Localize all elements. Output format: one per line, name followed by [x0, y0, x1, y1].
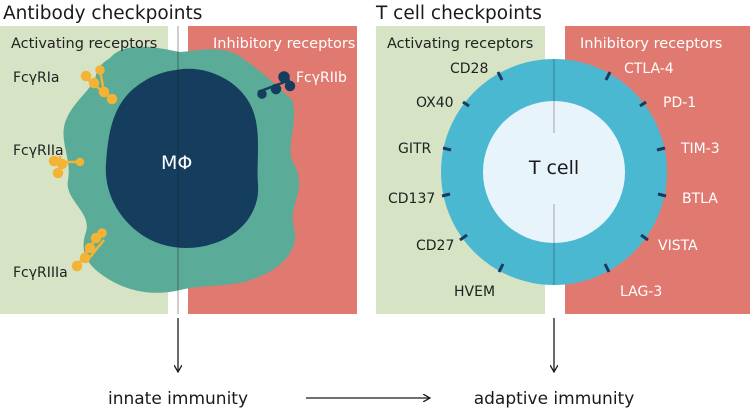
cd137-stub [441, 192, 451, 198]
ctla4-label: CTLA-4 [624, 61, 674, 77]
left-panel-title: Antibody checkpoints [3, 3, 202, 24]
hvem-stub [497, 263, 505, 273]
innate-immunity-label: innate immunity [108, 389, 248, 409]
left-inhibitory-label: Inhibitory receptors [213, 36, 355, 52]
tim3-label: TIM-3 [680, 141, 720, 157]
pd1-label: PD-1 [663, 95, 696, 111]
ctla4-stub [604, 71, 612, 81]
btla-stub [657, 192, 667, 198]
fcgr3a-receptor-icon [71, 228, 107, 272]
lag3-label: LAG-3 [620, 284, 662, 300]
hvem-label: HVEM [454, 284, 495, 300]
ox40-label: OX40 [416, 95, 454, 111]
right-activating-label: Activating receptors [387, 36, 533, 52]
lag3-stub [603, 263, 611, 273]
fcgr3a-label: FcγRIIIa [13, 265, 68, 281]
left-activating-label: Activating receptors [11, 36, 157, 52]
macrophage [63, 26, 300, 314]
fcgr1a-label: FcγRIa [13, 70, 59, 86]
cd137-label: CD137 [388, 191, 435, 207]
tcell-label: T cell [528, 157, 579, 179]
gitr-label: GITR [398, 141, 432, 157]
tim3-stub [656, 146, 666, 152]
ox40-stub [462, 100, 470, 108]
cd27-label: CD27 [416, 238, 454, 254]
cd28-stub [496, 71, 504, 81]
fcgr2b-receptor-icon [257, 71, 296, 99]
right-panel-title: T cell checkpoints [375, 3, 542, 24]
right-inhibitory-label: Inhibitory receptors [580, 36, 722, 52]
btla-label: BTLA [682, 191, 718, 207]
vista-stub [640, 233, 649, 242]
tcell-inner [483, 101, 625, 243]
cd28-label: CD28 [450, 61, 488, 77]
gitr-stub [442, 146, 452, 152]
macrophage-nucleus [105, 68, 259, 248]
fcgr1a-receptor-icon [80, 65, 118, 105]
adaptive-immunity-label: adaptive immunity [474, 389, 635, 409]
fcgr2a-label: FcγRIIa [13, 143, 64, 159]
fcgr2a-receptor-icon [48, 155, 85, 179]
macrophage-label: MΦ [161, 152, 192, 174]
pd1-stub [639, 100, 647, 108]
cd27-stub [459, 233, 468, 242]
fcgr2b-label: FcγRIIb [296, 70, 347, 86]
vista-label: VISTA [658, 238, 698, 254]
